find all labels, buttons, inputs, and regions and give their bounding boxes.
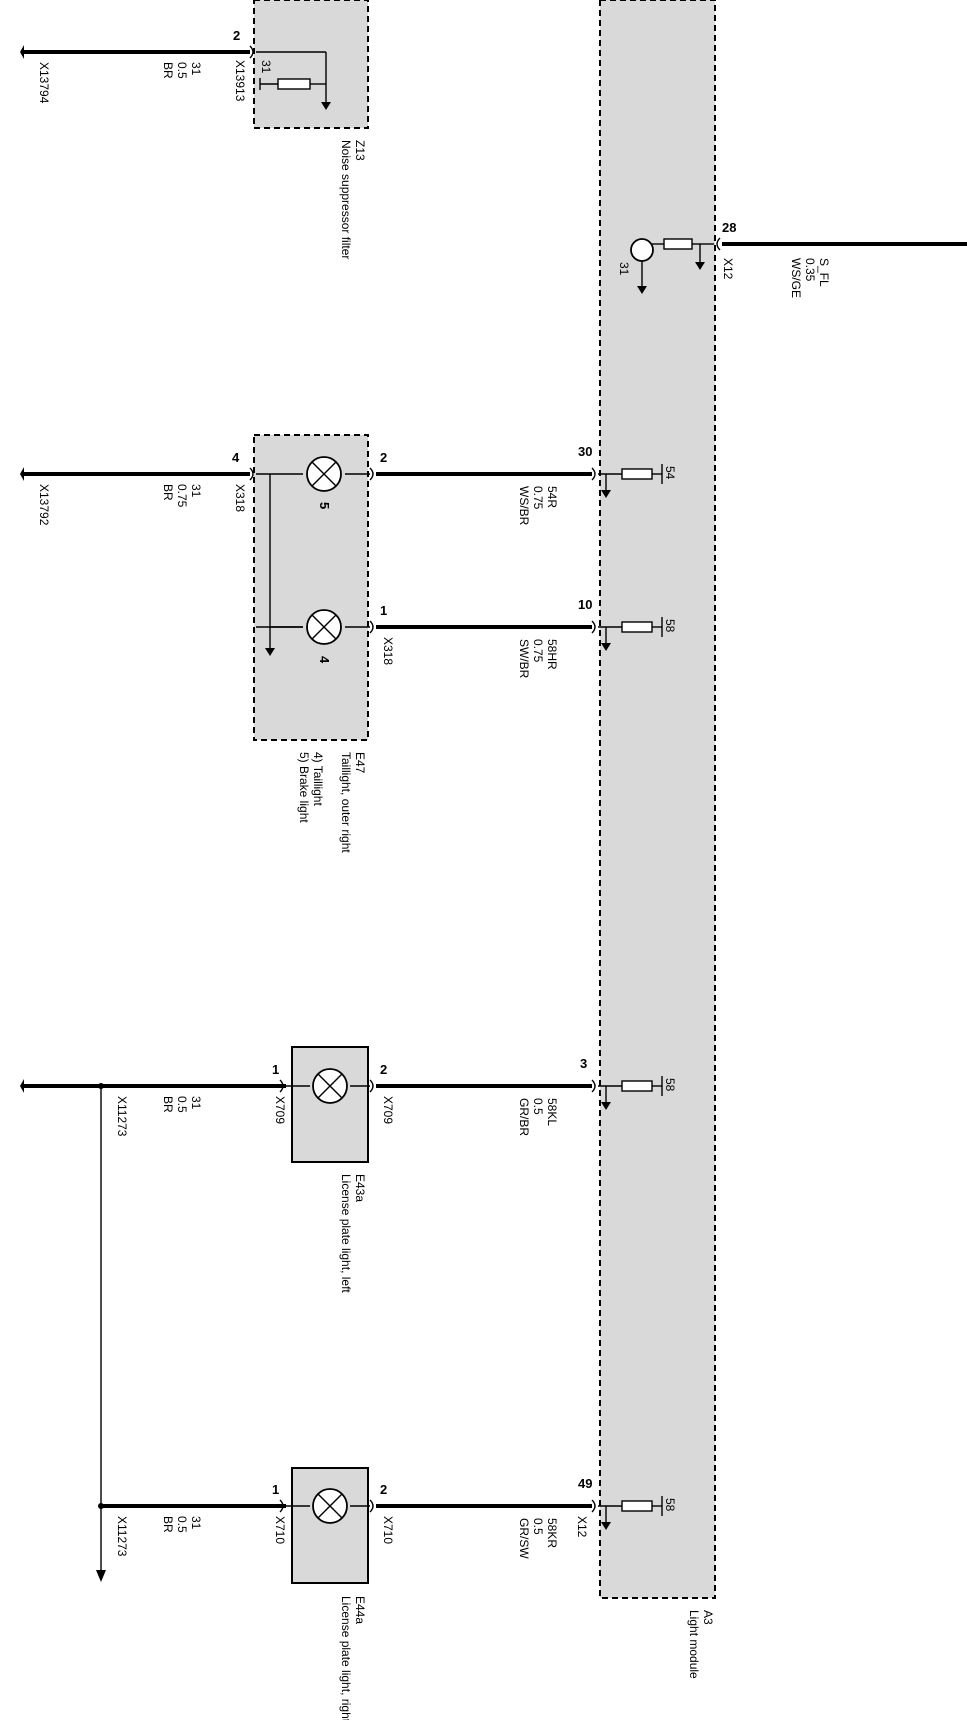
pin-28: 28 — [722, 220, 736, 235]
light-module-box — [599, 0, 716, 1599]
58kr-circuit: 58KR — [545, 1518, 559, 1548]
x710-pin-1: 1 — [272, 1482, 279, 1497]
ground4-gauge: 0.5 — [175, 1516, 189, 1533]
ground3-circuit: 31 — [189, 1096, 203, 1110]
noise-filter-box — [253, 0, 369, 129]
e47-legend-5: 5) Brake light — [297, 752, 311, 823]
plate-light-left-box — [291, 1046, 369, 1163]
pin-10: 10 — [578, 597, 592, 612]
x318-pin-4: 4 — [232, 450, 240, 465]
sfl-gauge: 0.35 — [803, 258, 817, 282]
lamp-4-label: 4 — [317, 656, 332, 664]
row-58kl — [20, 1068, 663, 1582]
z13-name: Noise suppressor filter — [339, 140, 353, 259]
x318-pin-2: 2 — [380, 450, 387, 465]
ground3-color: BR — [161, 1096, 175, 1113]
58kl-gauge: 0.5 — [531, 1098, 545, 1115]
x709-connector-left: X709 — [273, 1096, 287, 1124]
pin-3: 3 — [580, 1056, 587, 1071]
e47-id: E47 — [353, 752, 367, 774]
sfl-color: WS/GE — [789, 258, 803, 298]
58hr-circuit: 58HR — [545, 639, 559, 670]
ground1-gauge: 0.5 — [175, 62, 189, 79]
x710-connector-right: X710 — [381, 1516, 395, 1544]
ground1-connector: X13794 — [37, 62, 51, 104]
58hr-gauge: 0.75 — [531, 639, 545, 663]
58kr-color: GR/SW — [517, 1518, 531, 1559]
row-58hr — [256, 474, 663, 656]
module-id: A3 — [701, 1610, 715, 1625]
row-sfl — [630, 237, 967, 294]
ground3-gauge: 0.5 — [175, 1096, 189, 1113]
supply-58-c: 58 — [663, 1498, 677, 1512]
sfl-circuit: S_FL — [817, 258, 831, 287]
z13-internal: 31 — [259, 60, 273, 74]
ground4-connector: X11273 — [115, 1516, 129, 1557]
row-58kr — [98, 1488, 663, 1530]
ground2-connector: X13792 — [37, 484, 51, 526]
ground4-color: BR — [161, 1516, 175, 1533]
supply-58-b: 58 — [663, 1078, 677, 1092]
e47-legend-4: 4) Taillight — [311, 752, 325, 806]
x710-connector-left: X710 — [273, 1516, 287, 1544]
supply-54: 54 — [663, 466, 677, 480]
lamp-5-label: 5 — [317, 502, 332, 509]
supply-58-a: 58 — [663, 619, 677, 633]
lamp-tail — [306, 609, 342, 645]
z13-id: Z13 — [353, 140, 367, 161]
58kr-connector: X12 — [575, 1516, 589, 1538]
row-noise-filter — [20, 45, 331, 110]
58kl-circuit: 58KL — [545, 1098, 559, 1126]
x710-pin-2: 2 — [380, 1482, 387, 1497]
x318-pin-1: 1 — [380, 603, 387, 618]
x709-pin-2: 2 — [380, 1062, 387, 1077]
ground1-circuit: 31 — [189, 62, 203, 76]
module-name: Light module — [687, 1610, 701, 1679]
z13-pin: 2 — [233, 28, 240, 43]
e43a-name: License plate light, left — [339, 1174, 353, 1293]
58kl-color: GR/BR — [517, 1098, 531, 1136]
ground4-circuit: 31 — [189, 1516, 203, 1530]
pin-30: 30 — [578, 444, 592, 459]
58kr-gauge: 0.5 — [531, 1518, 545, 1535]
sfl-connector: X12 — [721, 258, 735, 280]
x709-connector-right: X709 — [381, 1096, 395, 1124]
54r-gauge: 0.75 — [531, 486, 545, 510]
ground2-circuit: 31 — [189, 484, 203, 498]
e47-name: Taillight, outer right — [339, 752, 353, 853]
x318-connector-right: X318 — [381, 637, 395, 665]
58hr-color: SW/BR — [517, 639, 531, 679]
e44a-id: E44a — [353, 1596, 367, 1624]
e44a-name: License plate light, right — [339, 1596, 353, 1720]
sfl-ground: 31 — [617, 262, 631, 276]
x709-pin-1: 1 — [272, 1062, 279, 1077]
lamp-brake — [306, 456, 342, 492]
54r-color: WS/BR — [517, 486, 531, 526]
x318-connector-left: X318 — [233, 484, 247, 512]
ground3-connector: X11273 — [115, 1096, 129, 1137]
pin-49: 49 — [578, 1476, 592, 1491]
row-54r — [20, 464, 663, 498]
ground1-color: BR — [161, 62, 175, 79]
e43a-id: E43a — [353, 1174, 367, 1202]
ground2-gauge: 0.75 — [175, 484, 189, 508]
ground2-color: BR — [161, 484, 175, 501]
z13-connector: X13913 — [233, 60, 247, 102]
54r-circuit: 54R — [545, 486, 559, 508]
plate-light-right-box — [291, 1467, 369, 1584]
